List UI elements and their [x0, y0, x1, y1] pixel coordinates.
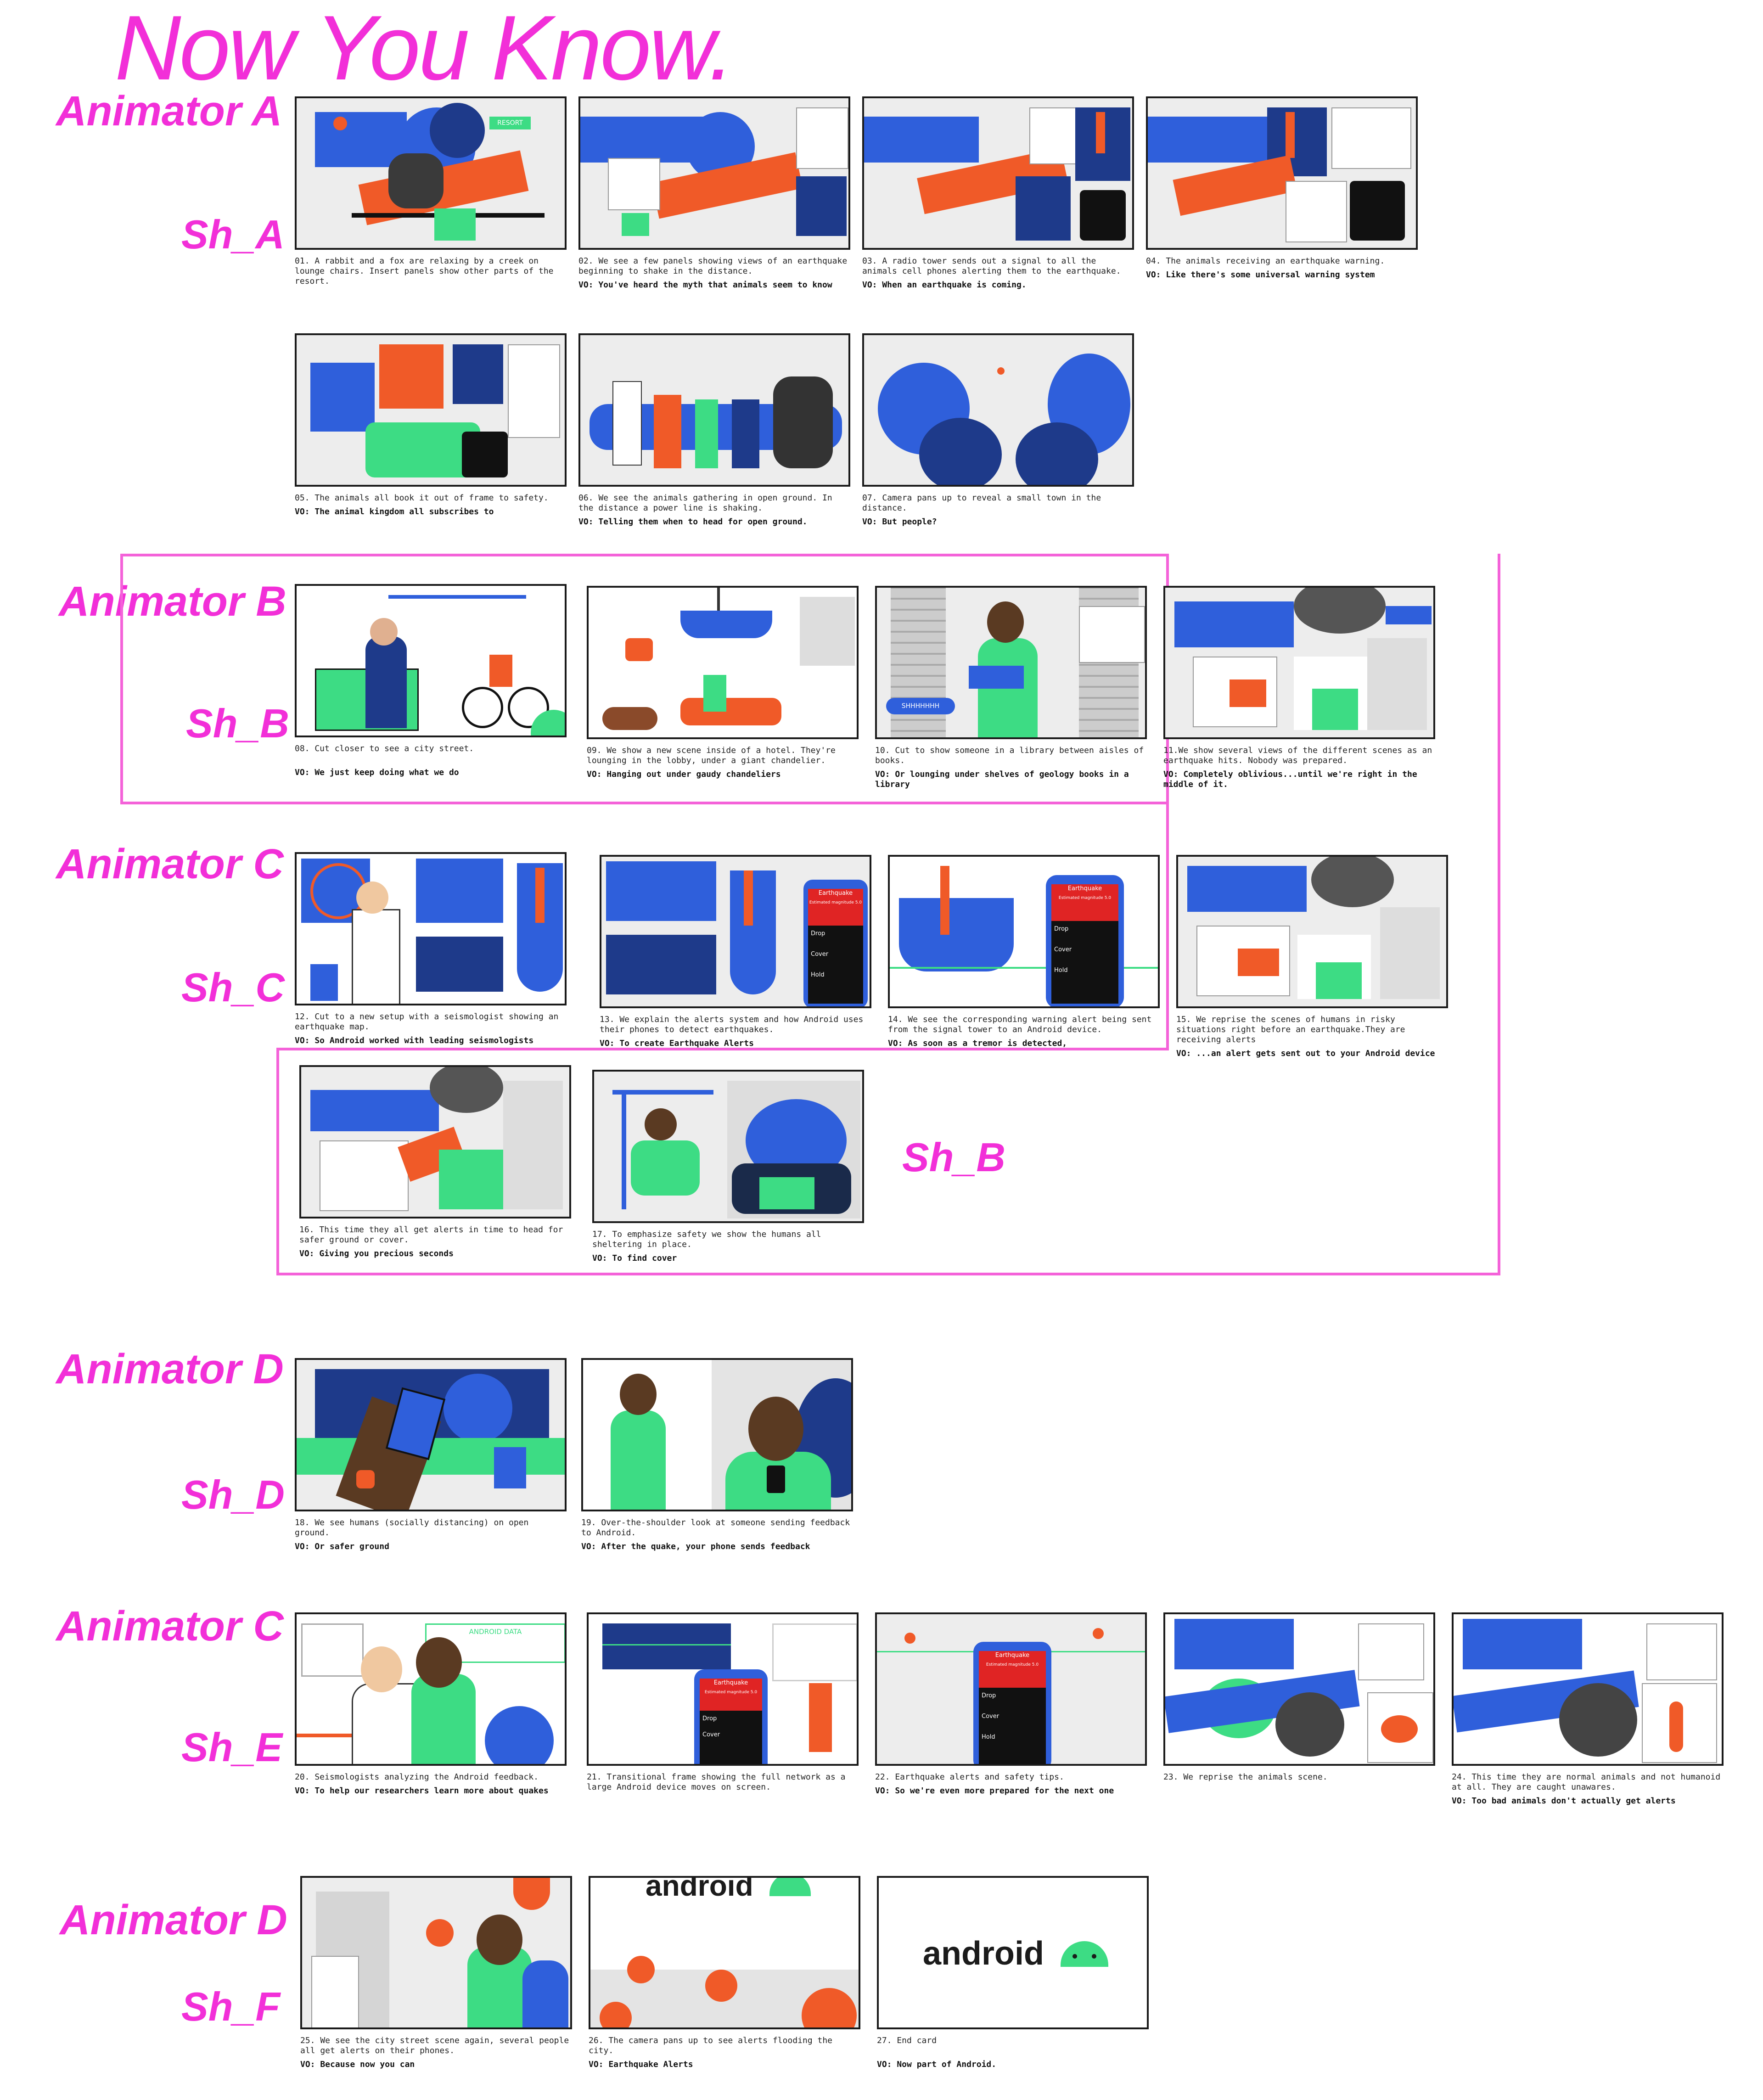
panel-15-thumbnail	[1176, 855, 1448, 1008]
android-logo-text: android	[923, 1935, 1044, 1972]
panel-10-thumbnail: SHHHHHHH	[875, 586, 1147, 739]
panel-03: 03. A radio tower sends out a signal to …	[862, 96, 1134, 290]
panel-25: 25. We see the city street scene again, …	[300, 1876, 572, 2070]
panel-25-thumbnail	[300, 1876, 572, 2029]
panel-19-thumbnail	[581, 1358, 853, 1511]
panel-19: 19. Over-the-shoulder look at someone se…	[581, 1358, 853, 1552]
panel-16-thumbnail	[299, 1065, 571, 1218]
panel-04: 04. The animals receiving an earthquake …	[1146, 96, 1418, 280]
panel-07-thumbnail	[862, 333, 1134, 487]
panel-06: 06. We see the animals gathering in open…	[578, 333, 850, 527]
animator-d-label: Animator D	[56, 1346, 284, 1393]
panel-12: 12. Cut to a new setup with a seismologi…	[295, 852, 567, 1046]
panel-15: 15. We reprise the scenes of humans in r…	[1176, 855, 1448, 1059]
animator-b-label: Animator B	[59, 578, 286, 625]
panel-08-thumbnail	[295, 584, 567, 737]
panel-16: 16. This time they all get alerts in tim…	[299, 1065, 571, 1259]
sh-e-label: Sh_E	[181, 1724, 283, 1770]
panel-09: 09. We show a new scene inside of a hote…	[587, 586, 859, 780]
panel-20-thumbnail: ANDROID DATA	[295, 1612, 567, 1766]
animator-c-second-label: Animator C	[56, 1603, 284, 1650]
panel-11-thumbnail	[1163, 586, 1435, 739]
panel-04-thumbnail	[1146, 96, 1418, 250]
animator-c-label: Animator C	[56, 841, 284, 887]
panel-05: 05. The animals all book it out of frame…	[295, 333, 567, 517]
panel-03-thumbnail	[862, 96, 1134, 250]
panel-17: 17. To emphasize safety we show the huma…	[592, 1070, 864, 1263]
panel-23-thumbnail	[1163, 1612, 1435, 1766]
panel-02-thumbnail	[578, 96, 850, 250]
panel-18: 18. We see humans (socially distancing) …	[295, 1358, 567, 1552]
sh-b-second-label: Sh_B	[902, 1134, 1005, 1180]
sh-b-group-frame-left	[276, 1048, 281, 1275]
panel-17-thumbnail	[592, 1070, 864, 1223]
panel-05-thumbnail	[295, 333, 567, 487]
sh-f-label: Sh_F	[181, 1984, 281, 2029]
sh-c-group-frame-right	[1164, 802, 1169, 1050]
panel-02: 02. We see a few panels showing views of…	[578, 96, 850, 290]
panel-18-thumbnail	[295, 1358, 567, 1511]
panel-08: 08. Cut closer to see a city street. VO:…	[295, 584, 567, 778]
animator-a-label: Animator A	[56, 88, 282, 135]
panel-20: ANDROID DATA 20. Seismologists analyzing…	[295, 1612, 567, 1796]
page-title: Now You Know.	[115, 0, 734, 99]
android-robot-icon	[1061, 1941, 1108, 1967]
panel-11: 11.We show several views of the differen…	[1163, 586, 1435, 790]
sh-d-label: Sh_D	[181, 1472, 285, 1517]
panel-27: android 27. End card VO: Now part of And…	[877, 1876, 1149, 2070]
panel-01: RESORT 01. A rabbit and a fox are relaxi…	[295, 96, 567, 290]
animator-d-second-label: Animator D	[60, 1897, 287, 1943]
panel-24-thumbnail	[1452, 1612, 1724, 1766]
panel-09-thumbnail	[587, 586, 859, 739]
sh-a-label: Sh_A	[181, 212, 285, 257]
panel-23: 23. We reprise the animals scene.	[1163, 1612, 1435, 1786]
panel-12-thumbnail	[295, 852, 567, 1005]
sh-b-label: Sh_B	[186, 701, 289, 746]
panel-24: 24. This time they are normal animals an…	[1452, 1612, 1724, 1806]
sh-c-label: Sh_C	[181, 965, 285, 1010]
panel-26-thumbnail: android	[589, 1876, 860, 2029]
panel-01-thumbnail: RESORT	[295, 96, 567, 250]
panel-27-thumbnail: android	[877, 1876, 1149, 2029]
panel-26: android 26. The camera pans up to see al…	[589, 1876, 860, 2070]
panel-07: 07. Camera pans up to reveal a small tow…	[862, 333, 1134, 527]
panel-10: SHHHHHHH 10. Cut to show someone in a li…	[875, 586, 1147, 790]
panel-06-thumbnail	[578, 333, 850, 487]
